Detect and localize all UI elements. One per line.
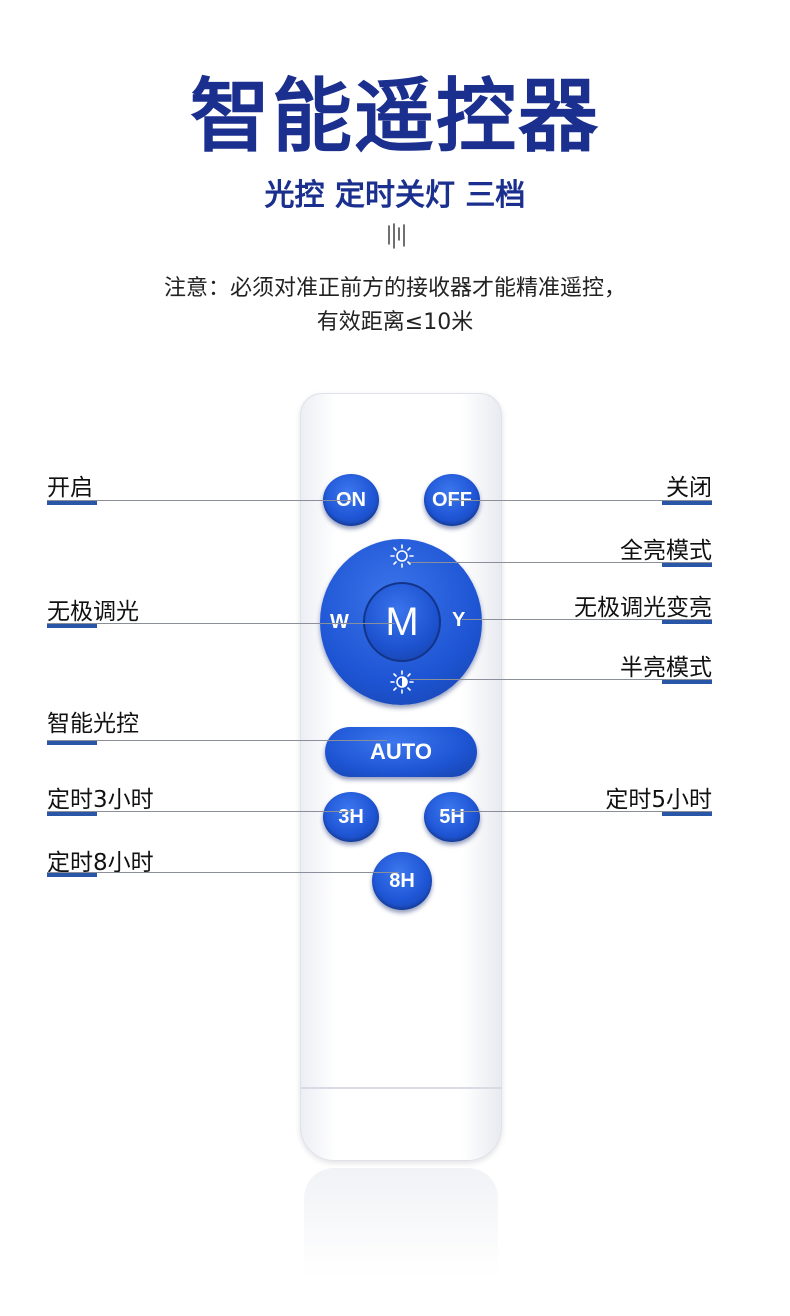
- wave-divider-icon: [388, 223, 405, 249]
- callout-timer-8h: 定时8小时: [47, 850, 154, 876]
- callout-stepless-dim-bar: [47, 624, 97, 628]
- callout-full-bright-line: [410, 562, 712, 563]
- timer-8h-button[interactable]: 8H: [372, 852, 432, 910]
- callout-timer-5h-line: [452, 811, 712, 812]
- sun-half-icon[interactable]: [389, 669, 415, 695]
- callout-on: 开启: [47, 475, 93, 501]
- usage-note: 注意：必须对准正前方的接收器才能精准遥控， 有效距离≤10米: [0, 272, 790, 340]
- callout-off-line: [450, 500, 712, 501]
- callout-on-line: [47, 500, 352, 501]
- callout-timer-8h-bar: [47, 873, 97, 877]
- callout-smart-light-line: [47, 740, 387, 741]
- callout-on-bar: [47, 501, 97, 505]
- auto-button[interactable]: AUTO: [325, 727, 477, 777]
- page-subtitle: 光控 定时关灯 三档: [264, 178, 526, 213]
- remote-reflection: [304, 1168, 498, 1278]
- callout-half-bright: 半亮模式: [620, 655, 712, 681]
- remote-seam: [300, 1087, 502, 1089]
- callout-full-bright: 全亮模式: [620, 538, 712, 564]
- callout-half-bright-bar: [662, 680, 712, 684]
- dial-y-button[interactable]: Y: [452, 609, 466, 631]
- callout-timer-5h-bar: [662, 812, 712, 816]
- callout-smart-light-bar: [47, 741, 97, 745]
- callout-timer-3h: 定时3小时: [47, 787, 154, 813]
- callout-half-bright-line: [410, 679, 712, 680]
- usage-note-line2: 有效距离≤10米: [316, 310, 474, 335]
- sun-full-icon[interactable]: [389, 543, 415, 569]
- callout-stepless-bright-line: [462, 619, 712, 620]
- callout-stepless-bright-bar: [662, 620, 712, 624]
- callout-stepless-dim-line: [47, 623, 395, 624]
- callout-timer-3h-line: [47, 811, 352, 812]
- callout-stepless-dim: 无极调光: [47, 599, 139, 625]
- callout-timer-5h: 定时5小时: [605, 787, 712, 813]
- callout-timer-3h-bar: [47, 812, 97, 816]
- callout-timer-8h-line: [47, 872, 399, 873]
- timer-5h-button[interactable]: 5H: [424, 792, 480, 842]
- mode-m-button[interactable]: M: [363, 582, 441, 662]
- page-title: 智能遥控器: [190, 70, 600, 163]
- callout-full-bright-bar: [662, 563, 712, 567]
- callout-off-bar: [662, 501, 712, 505]
- callout-smart-light: 智能光控: [47, 711, 139, 737]
- timer-3h-button[interactable]: 3H: [323, 792, 379, 842]
- callout-stepless-bright: 无极调光变亮: [574, 595, 712, 621]
- callout-off: 关闭: [666, 475, 712, 501]
- usage-note-line1: 注意：必须对准正前方的接收器才能精准遥控，: [163, 276, 626, 301]
- dial-w-button[interactable]: W: [330, 611, 349, 633]
